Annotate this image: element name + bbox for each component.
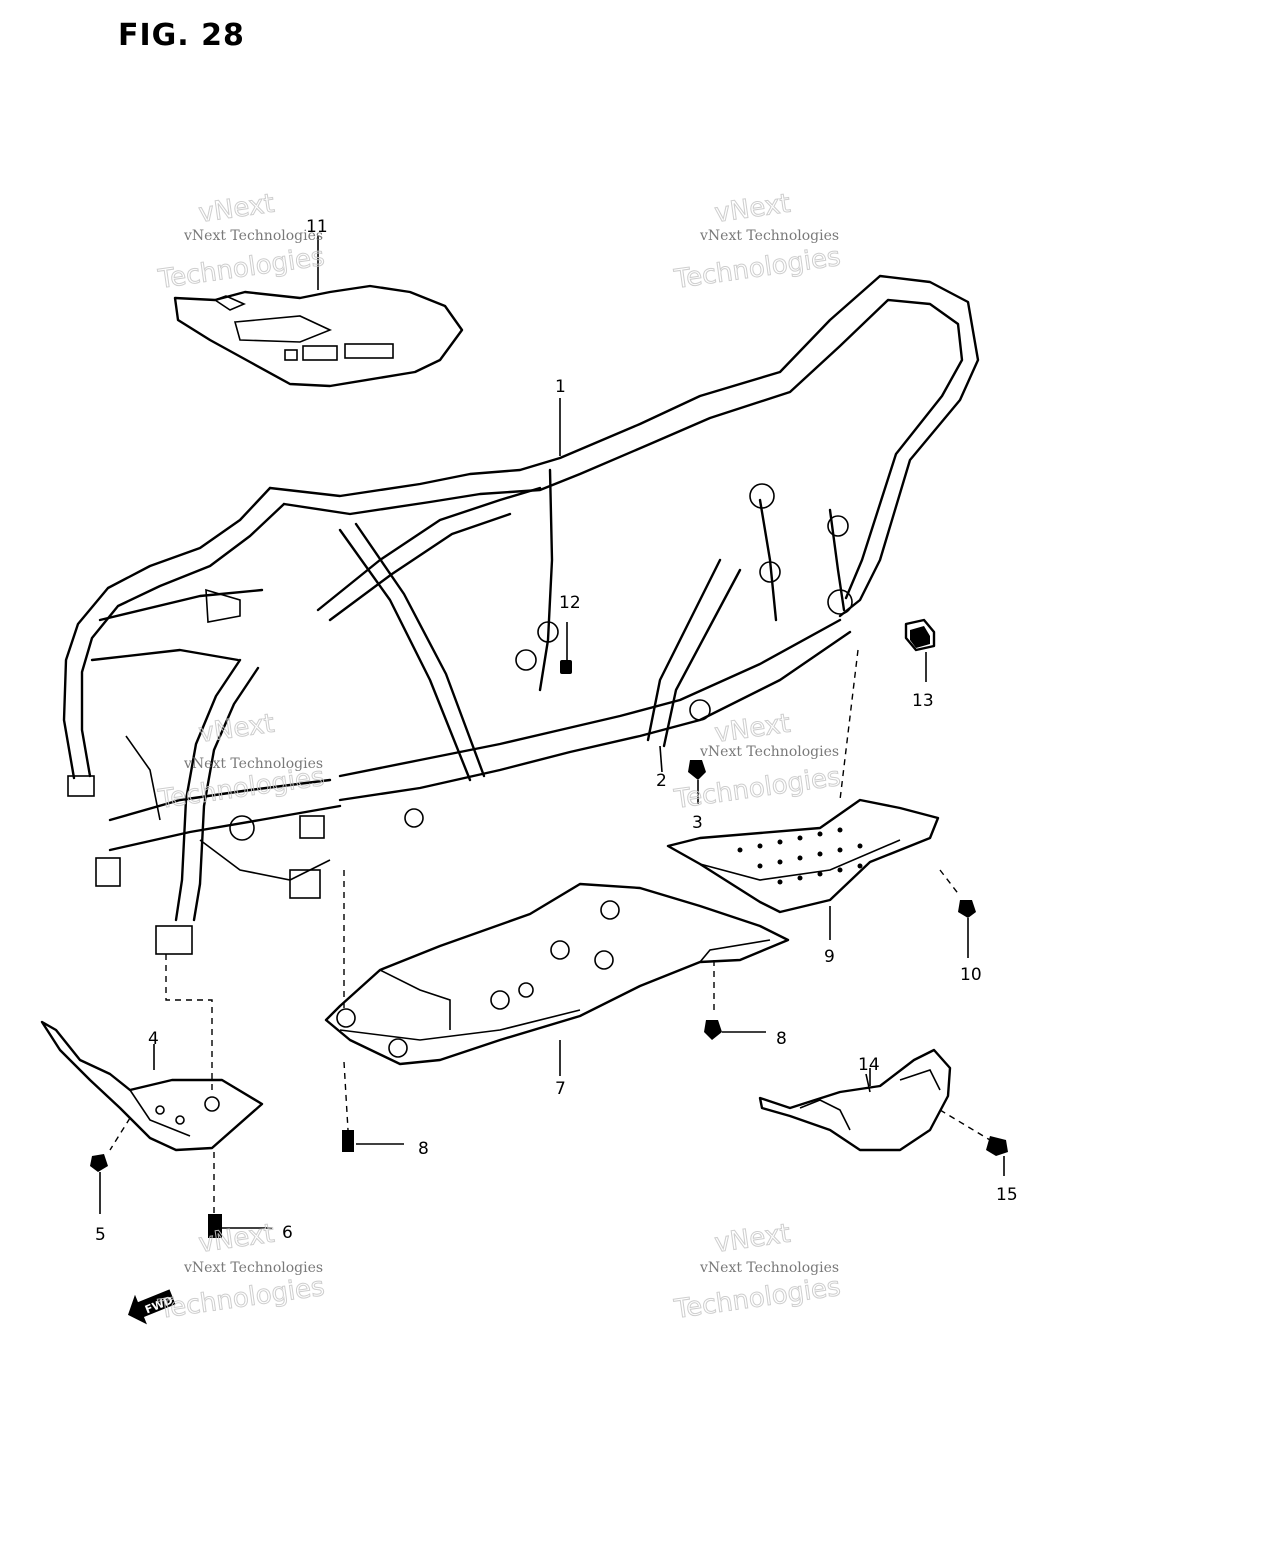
- part-12-bolt: [560, 622, 572, 674]
- part-14-guard: [758, 1048, 991, 1152]
- callout-9: 9: [824, 947, 835, 967]
- part-9-footrest-plate: [666, 649, 961, 914]
- figure-title: FIG. 28: [118, 18, 245, 53]
- callout-5: 5: [95, 1225, 106, 1245]
- part-10-bolt: [958, 900, 976, 958]
- part-2-bracket: [659, 745, 663, 773]
- watermark-line: vNext Technologies: [183, 228, 323, 244]
- part-7-skid-plate: [324, 870, 790, 1131]
- callout-10: 10: [960, 965, 982, 985]
- watermark-line: vNext Technologies: [699, 228, 839, 244]
- watermark-word: Technologies: [156, 1272, 327, 1325]
- watermark-top-right: vNext vNext Technologies Technologies: [671, 188, 843, 295]
- callout-15: 15: [996, 1185, 1018, 1205]
- watermark-word: Technologies: [156, 242, 327, 295]
- part-3-bolt: [688, 760, 706, 804]
- watermark-word: Technologies: [672, 1272, 843, 1325]
- watermark-word: vNext: [713, 189, 792, 229]
- watermark-bottom-left: vNext vNext Technologies Technologies: [155, 1218, 327, 1325]
- watermark-line: vNext Technologies: [699, 1260, 839, 1276]
- watermark-word: vNext: [713, 1219, 792, 1259]
- watermark-word: Technologies: [672, 242, 843, 295]
- watermark-line: vNext Technologies: [183, 756, 323, 772]
- watermark-word: vNext: [713, 709, 792, 749]
- part-13-bushing: [904, 618, 936, 652]
- watermark-mid-left: vNext vNext Technologies Technologies: [155, 708, 327, 815]
- part-5-bolt: [90, 1154, 108, 1214]
- part-6-bolt: [208, 1214, 272, 1238]
- callout-1: 1: [555, 377, 566, 397]
- part-1-main-frame: [62, 274, 980, 955]
- watermark-bottom-right: vNext vNext Technologies Technologies: [671, 1218, 843, 1325]
- watermark-top-left: vNext vNext Technologies Technologies: [155, 188, 327, 295]
- part-4-front-plate: [40, 954, 264, 1214]
- watermark-line: vNext Technologies: [699, 744, 839, 760]
- part-8-bolt-lower: [342, 1130, 404, 1152]
- part-11-cover-plate: [173, 284, 464, 388]
- callout-7: 7: [555, 1079, 566, 1099]
- callout-3: 3: [692, 813, 703, 833]
- watermark-line: vNext Technologies: [183, 1260, 323, 1276]
- callout-2: 2: [656, 771, 667, 791]
- callout-8-lower: 8: [418, 1139, 429, 1159]
- callout-14: 14: [858, 1055, 880, 1075]
- watermark-word: vNext: [197, 189, 276, 229]
- part-15-bolt: [986, 1136, 1008, 1176]
- callout-4: 4: [148, 1029, 159, 1049]
- callout-8-upper: 8: [776, 1029, 787, 1049]
- callout-12: 12: [559, 593, 581, 613]
- part-8-bolt-upper: [704, 1020, 766, 1040]
- callout-11: 11: [306, 217, 328, 237]
- callout-6: 6: [282, 1223, 293, 1243]
- callout-13: 13: [912, 691, 934, 711]
